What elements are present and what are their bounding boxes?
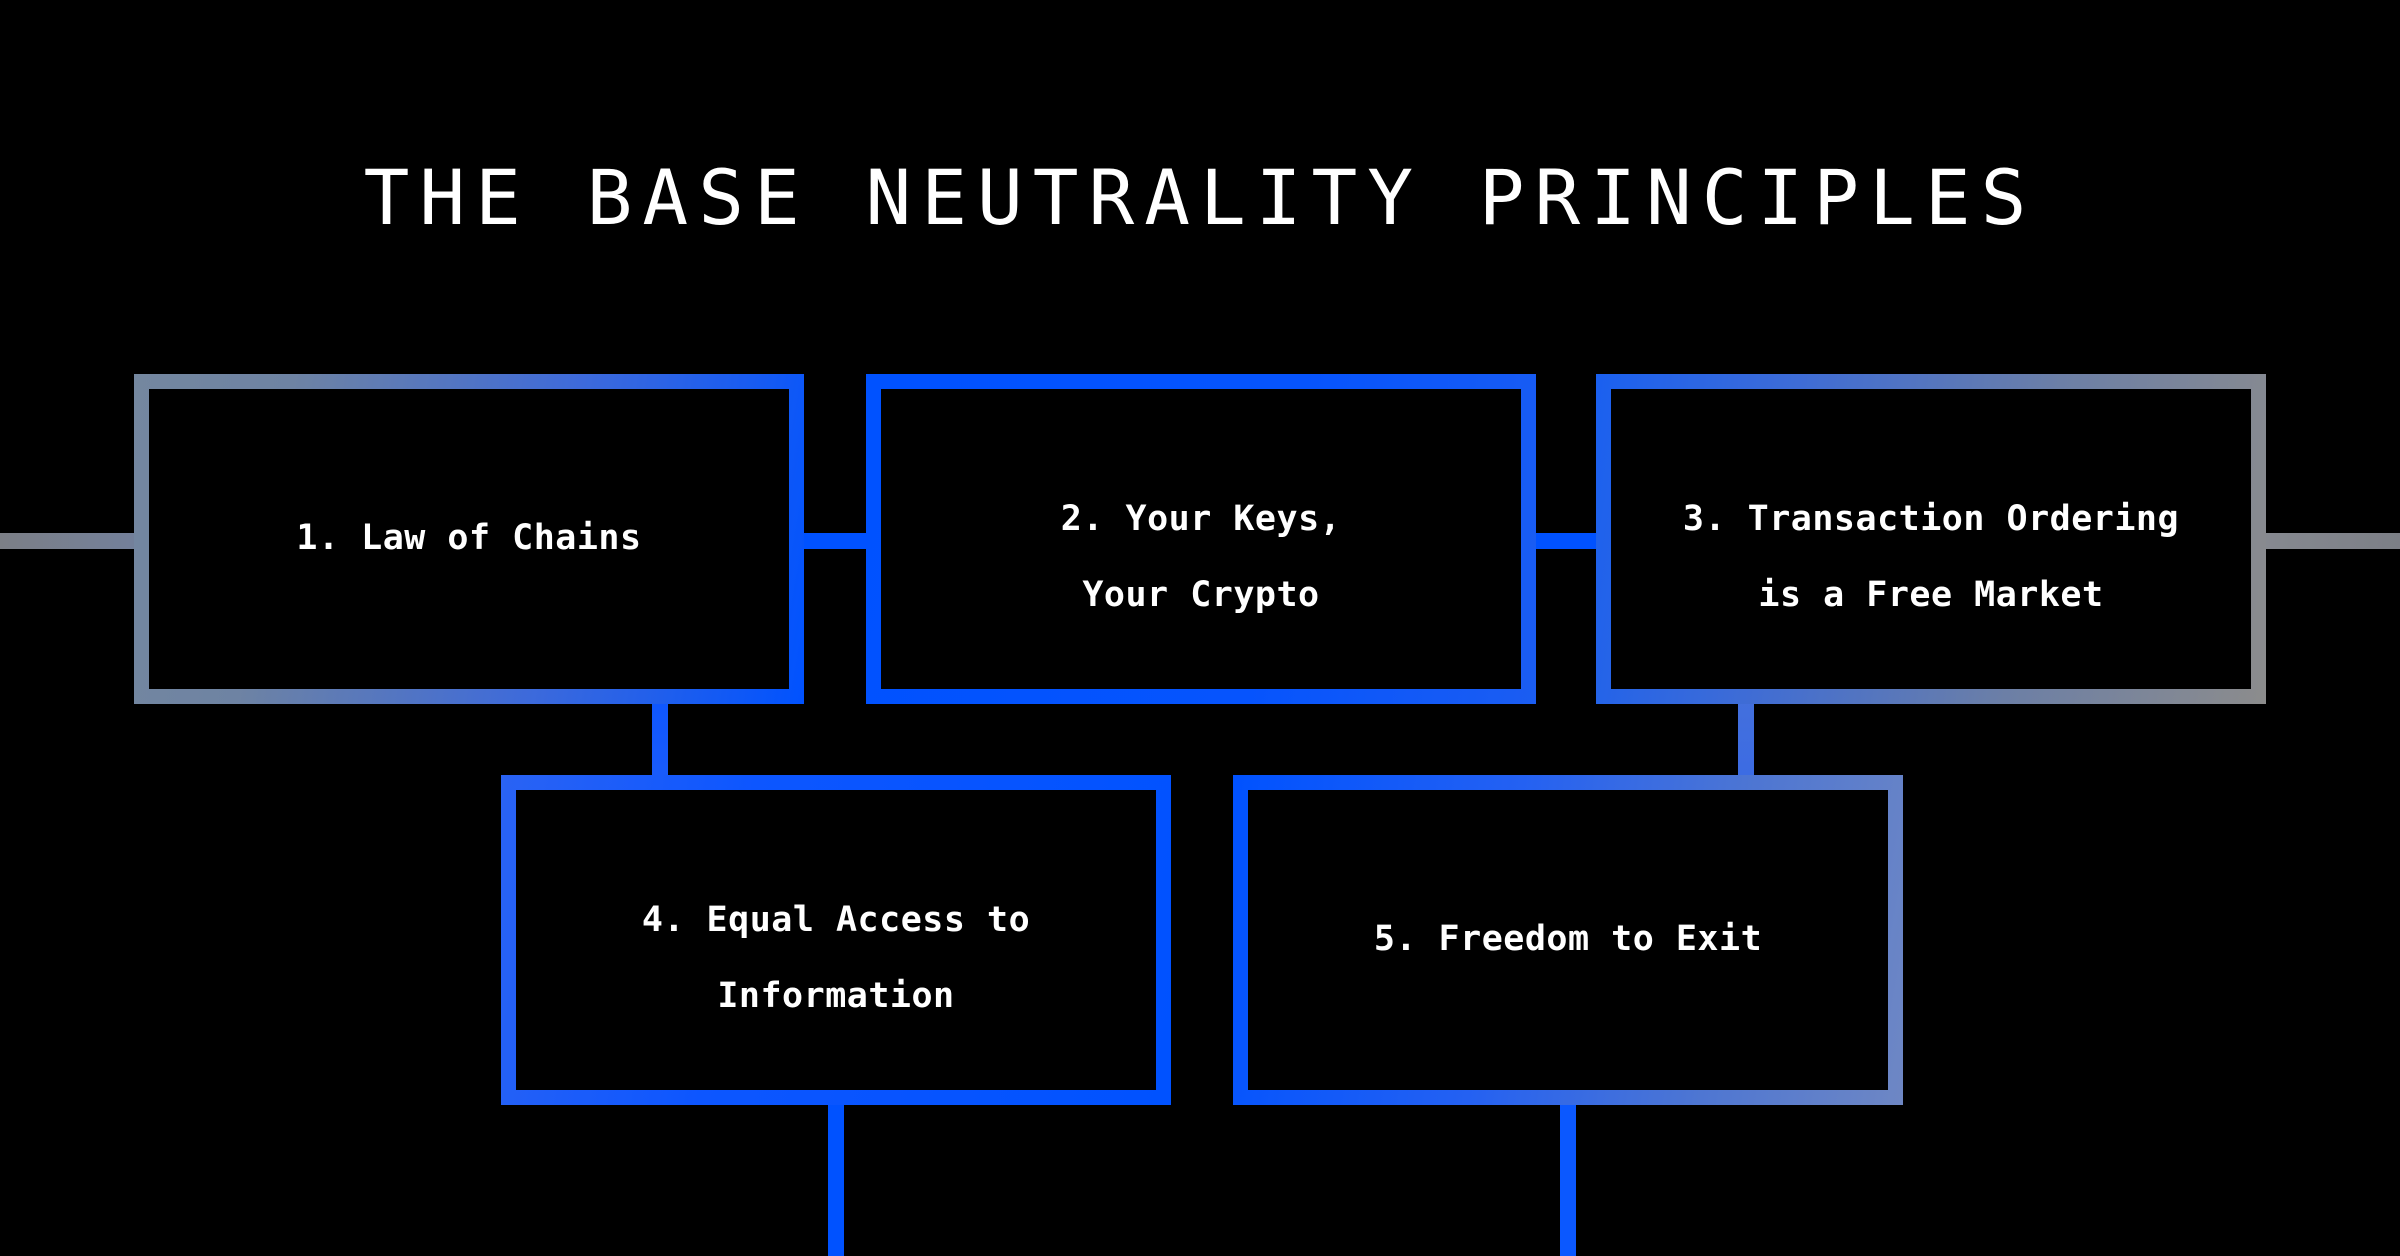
connector-node-1-to-node-2 xyxy=(790,533,880,549)
principle-box-2[interactable]: 2. Your Keys, Your Crypto xyxy=(866,374,1536,704)
connector-node-3-to-node-5 xyxy=(1738,692,1754,787)
connector-node-1-to-node-4 xyxy=(652,692,668,787)
principle-1-label: 1. Law of Chains xyxy=(296,518,642,559)
principle-2-line-2: Your Crypto xyxy=(1082,574,1320,615)
connector-node-3-to-right-edge xyxy=(2252,533,2400,549)
connector-node-2-to-node-3 xyxy=(1522,533,1612,549)
principle-4-line-2: Information xyxy=(717,975,955,1016)
principle-3-line-2: is a Free Market xyxy=(1758,574,2104,615)
principle-box-4[interactable]: 4. Equal Access to Information xyxy=(501,775,1171,1105)
principle-3-label: 3. Transaction Ordering is a Free Market xyxy=(1683,463,2179,614)
page-title: THE BASE NEUTRALITY PRINCIPLES xyxy=(363,153,2037,242)
connector-node-5-to-canvas-bottom xyxy=(1560,1094,1576,1256)
principle-box-3[interactable]: 3. Transaction Ordering is a Free Market xyxy=(1596,374,2266,704)
connector-node-4-to-canvas-bottom xyxy=(828,1094,844,1256)
principle-2-label: 2. Your Keys, Your Crypto xyxy=(1061,463,1341,614)
principle-5-label: 5. Freedom to Exit xyxy=(1373,919,1763,960)
principle-4-line-1: 4. Equal Access to xyxy=(641,900,1031,941)
principle-3-line-1: 3. Transaction Ordering xyxy=(1682,499,2180,540)
connector-left-edge-to-node-1 xyxy=(0,533,150,549)
principle-2-line-1: 2. Your Keys, xyxy=(1060,499,1342,540)
principle-box-1[interactable]: 1. Law of Chains xyxy=(134,374,804,704)
principle-box-5[interactable]: 5. Freedom to Exit xyxy=(1233,775,1903,1105)
principle-4-label: 4. Equal Access to Information xyxy=(642,864,1030,1015)
